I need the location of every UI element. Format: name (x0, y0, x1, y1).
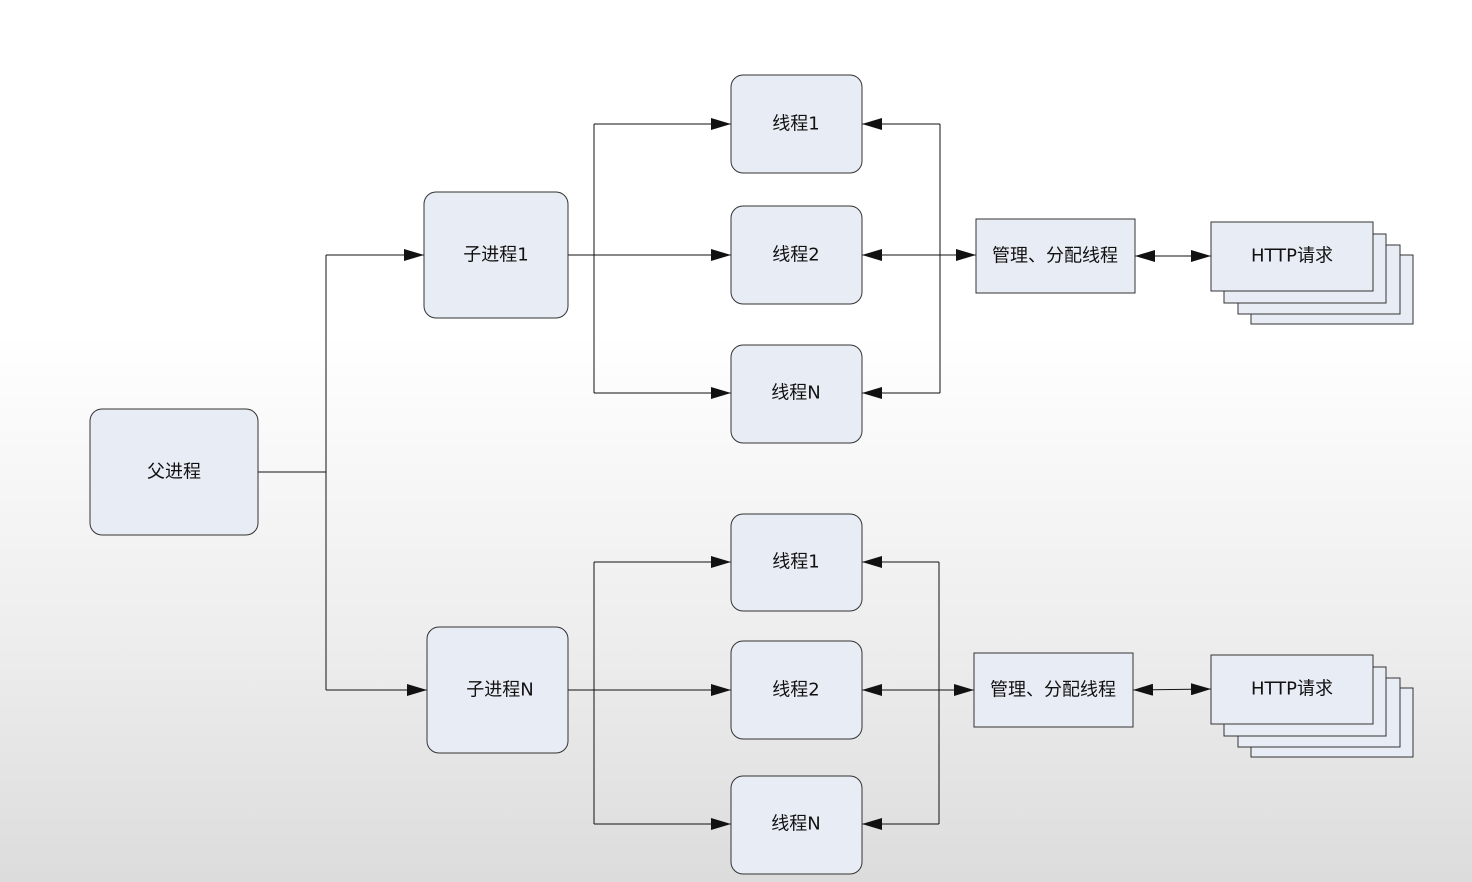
node-thread-2-bottom[interactable]: 线程2 (730, 640, 863, 740)
node-thread-n-top[interactable]: 线程N (730, 344, 863, 444)
node-child-process-n[interactable]: 子进程N (426, 626, 569, 754)
node-label: 线程1 (772, 552, 819, 573)
node-label: HTTP请求 (1251, 246, 1333, 267)
http-stack-front (1210, 221, 1374, 292)
node-label: 线程1 (772, 114, 819, 135)
node-label: 子进程1 (463, 245, 528, 266)
node-thread-n-bottom[interactable]: 线程N (730, 775, 863, 875)
edges-childN (568, 556, 731, 830)
node-parent-process[interactable]: 父进程 (89, 408, 259, 536)
node-manager-bottom[interactable]: 管理、分配线程 (973, 652, 1134, 728)
node-label: 线程N (771, 814, 820, 835)
node-label: 线程N (771, 383, 820, 404)
edges-parent (258, 249, 427, 696)
node-thread-1-bottom[interactable]: 线程1 (730, 513, 863, 612)
node-label: 子进程N (466, 680, 533, 701)
node-label: 父进程 (147, 462, 201, 483)
node-http-requests-top[interactable]: HTTP请求 (1210, 221, 1414, 325)
http-stack-front (1210, 654, 1374, 725)
node-http-requests-bottom[interactable]: HTTP请求 (1210, 654, 1414, 758)
edge-manager-b-http-b (1132, 683, 1212, 696)
node-thread-2-top[interactable]: 线程2 (730, 205, 863, 305)
node-manager-top[interactable]: 管理、分配线程 (975, 218, 1136, 294)
edges-manager-a (862, 118, 1211, 399)
node-label: 管理、分配线程 (992, 246, 1118, 267)
node-label: 线程2 (772, 680, 819, 701)
node-child-process-1[interactable]: 子进程1 (423, 191, 569, 319)
edges-manager-b (862, 556, 1212, 830)
node-label: 管理、分配线程 (990, 680, 1116, 701)
edges-child1 (568, 118, 731, 399)
node-label: 线程2 (772, 245, 819, 266)
node-thread-1-top[interactable]: 线程1 (730, 74, 863, 174)
node-label: HTTP请求 (1251, 679, 1333, 700)
